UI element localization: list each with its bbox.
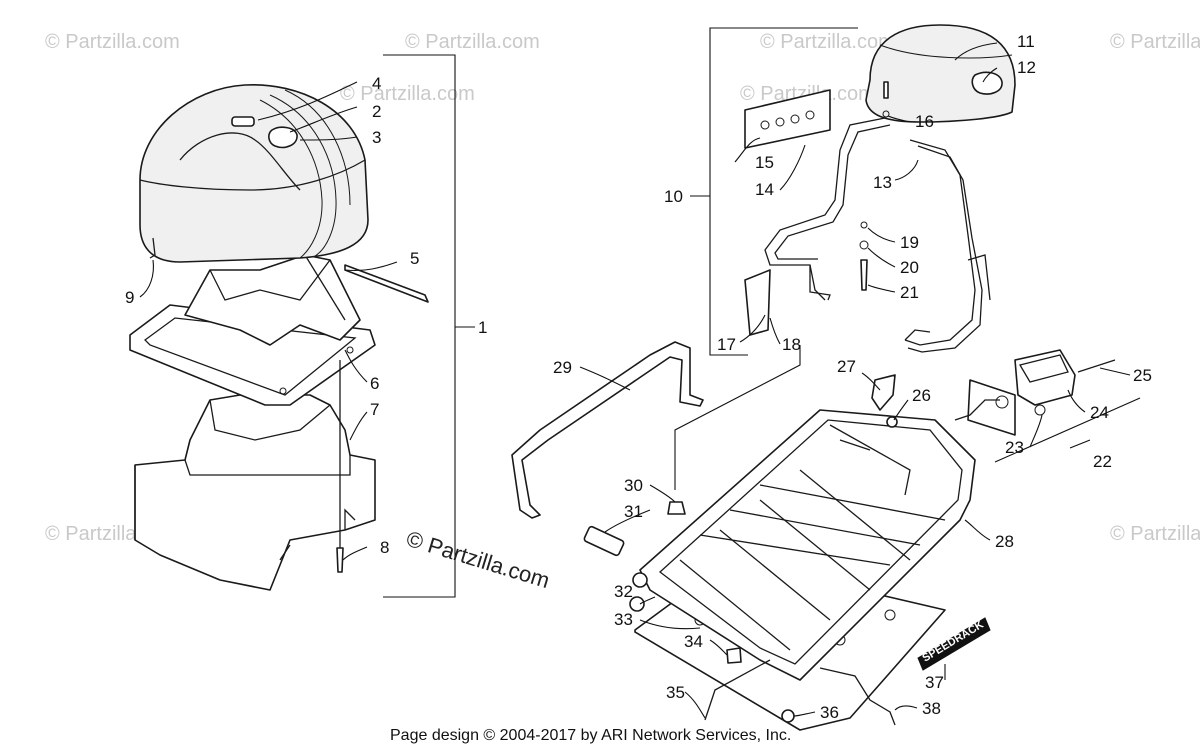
callout-35: 35 — [666, 683, 685, 702]
seat-cushion — [139, 84, 369, 263]
callout-8: 8 — [380, 538, 389, 557]
callout-labels: 1 2 3 4 5 6 7 8 9 10 11 12 13 14 15 16 1… — [125, 32, 1152, 722]
callout-5: 5 — [410, 249, 419, 268]
callout-1: 1 — [478, 318, 487, 337]
callout-38: 38 — [922, 699, 941, 718]
callout-14: 14 — [755, 180, 774, 199]
callout-26: 26 — [912, 386, 931, 405]
watermark: © Partzilla.com — [340, 83, 475, 105]
seat-base — [134, 394, 376, 591]
rack-bracket — [871, 374, 896, 411]
callout-24: 24 — [1090, 403, 1109, 422]
watermark: © Partzilla.com — [740, 83, 875, 105]
callout-15: 15 — [755, 153, 774, 172]
copyright-footer: Page design © 2004-2017 by ARI Network S… — [390, 727, 791, 744]
callout-7: 7 — [370, 400, 379, 419]
leader-lines — [139, 42, 1131, 719]
callout-18: 18 — [782, 335, 801, 354]
seat-badge — [268, 126, 298, 149]
backrest-badge — [971, 71, 1003, 95]
callout-13: 13 — [873, 173, 892, 192]
callout-bracket-10 — [690, 27, 858, 356]
callout-2: 2 — [372, 102, 381, 121]
seat-assembly — [129, 84, 429, 591]
callout-25: 25 — [1133, 366, 1152, 385]
callout-6: 6 — [370, 374, 379, 393]
watermark-group: © Partzilla.com © Partzilla.com © Partzi… — [45, 31, 1200, 545]
partzilla-watermark: © Partzilla.com — [404, 526, 553, 593]
watermark: © Partzilla.com — [760, 31, 895, 53]
callout-19: 19 — [900, 233, 919, 252]
watermark: © Partzilla.com — [1110, 523, 1200, 545]
callout-33: 33 — [614, 610, 633, 629]
callout-12: 12 — [1017, 58, 1036, 77]
callout-9: 9 — [125, 288, 134, 307]
callout-22: 22 — [1093, 452, 1112, 471]
callout-32: 32 — [614, 582, 633, 601]
watermark: © Partzilla.com — [1110, 31, 1200, 53]
rack-assembly: SPEEDRACK — [511, 341, 1116, 731]
seat-strap — [344, 264, 429, 303]
callout-17: 17 — [717, 335, 736, 354]
backrest-assembly — [744, 24, 1016, 353]
callout-21: 21 — [900, 283, 919, 302]
callout-37: 37 — [925, 673, 944, 692]
callout-3: 3 — [372, 128, 381, 147]
callout-16: 16 — [915, 112, 934, 131]
support-bracket — [744, 269, 771, 336]
backrest-pad — [865, 24, 1016, 123]
callout-20: 20 — [900, 258, 919, 277]
callout-10: 10 — [664, 187, 683, 206]
watermark: © Partzilla.com — [405, 31, 540, 53]
rack-rail — [511, 341, 704, 519]
seat-emblem — [231, 116, 255, 127]
callout-28: 28 — [995, 532, 1014, 551]
backrest-bracket-plate — [744, 89, 831, 149]
callout-bracket-1 — [383, 54, 475, 598]
callout-31: 31 — [624, 502, 643, 521]
callout-bracket-22 — [994, 397, 1141, 463]
watermark: © Partzilla.com — [45, 31, 180, 53]
taillight-bracket — [967, 379, 1016, 436]
callout-11: 11 — [1017, 32, 1035, 51]
callout-4: 4 — [372, 74, 381, 93]
callout-36: 36 — [820, 703, 839, 722]
rack-frame — [639, 409, 976, 681]
callout-27: 27 — [837, 357, 856, 376]
callout-30: 30 — [624, 476, 643, 495]
callout-34: 34 — [684, 632, 703, 651]
callout-29: 29 — [553, 358, 572, 377]
callout-23: 23 — [1005, 438, 1024, 457]
